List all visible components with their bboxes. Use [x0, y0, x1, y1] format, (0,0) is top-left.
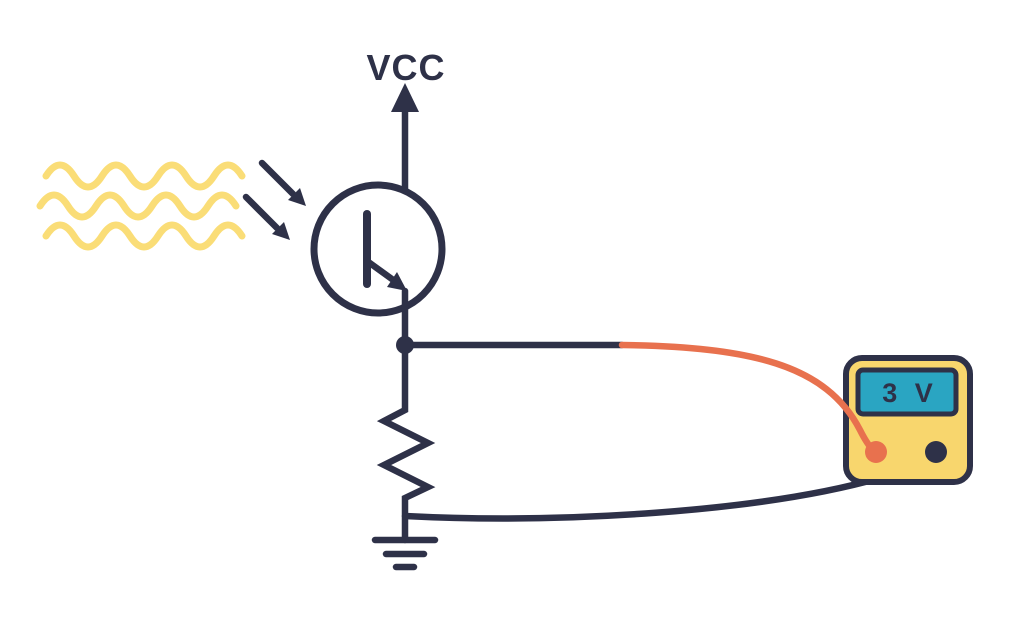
vcc-label: VCC: [366, 47, 445, 88]
multimeter-display: [855, 367, 959, 417]
light-arrow-line-2: [242, 193, 281, 232]
meter-reading: 3 V: [882, 378, 938, 408]
light-waves: [36, 161, 246, 251]
phototransistor-circle: [310, 181, 446, 317]
vcc-arrowhead-icon: [391, 83, 419, 112]
junction-dot: [396, 336, 414, 354]
light-arrow-line-1: [258, 159, 297, 198]
light-arrow-head-2: [272, 222, 290, 240]
black-probe-terminal: [925, 441, 947, 463]
resistor: [376, 341, 436, 544]
probe-wire-red: [618, 341, 877, 454]
light-arrow-head-1: [288, 188, 306, 206]
ground-symbol: [371, 536, 439, 571]
light-wave-3: [42, 221, 246, 251]
light-wave-2: [36, 191, 240, 221]
red-probe-terminal: [865, 441, 887, 463]
transistor-emitter-lead: [363, 257, 400, 286]
multimeter: 3 V: [843, 355, 973, 485]
emitter-arrowhead-icon: [387, 272, 407, 291]
circuit-lines: [242, 102, 939, 571]
light-wave-1: [42, 161, 246, 191]
circuit-fills: [272, 83, 419, 354]
